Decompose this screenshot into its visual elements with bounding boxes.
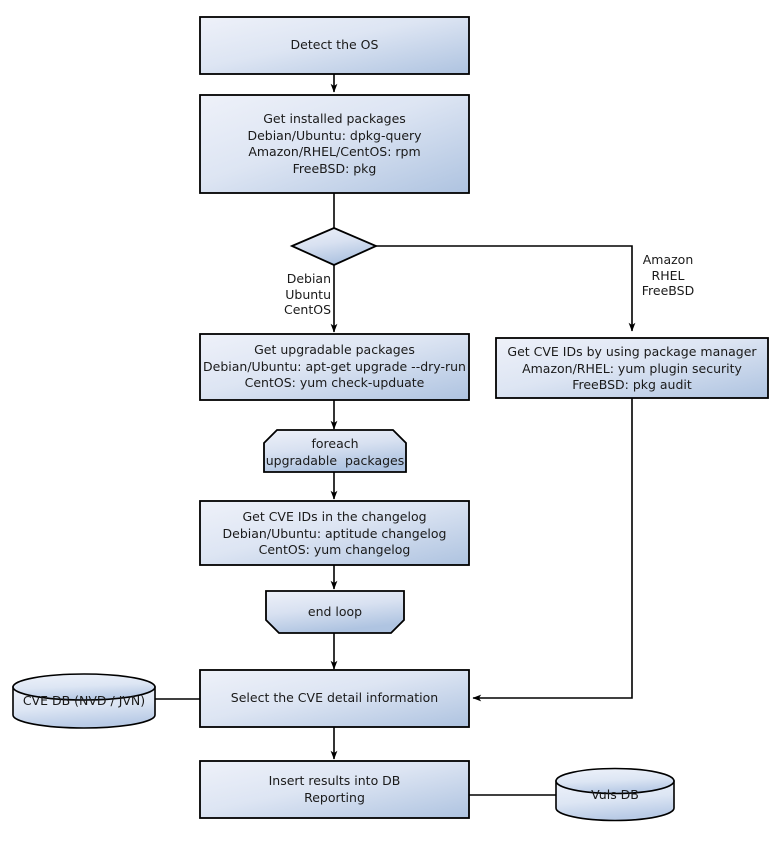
node-os-decision-hit[interactable] (292, 228, 376, 265)
node-loop-start-hit[interactable] (264, 430, 406, 472)
edge-pkgmanager-to-select (472, 398, 633, 702)
edge-decision-right-branch (375, 245, 636, 332)
node-get-installed-packages[interactable] (199, 94, 470, 194)
node-get-cve-ids-changelog-hit[interactable] (200, 501, 469, 565)
node-os-decision[interactable] (289, 227, 379, 266)
node-cve-db[interactable] (12, 673, 156, 729)
node-insert-results[interactable] (199, 760, 470, 819)
node-detect-os[interactable] (199, 16, 470, 75)
node-vuls-db[interactable] (555, 767, 675, 822)
node-select-cve-detail[interactable] (199, 669, 470, 728)
node-insert-results-hit[interactable] (200, 761, 469, 818)
node-detect-os-hit[interactable] (200, 17, 469, 74)
node-loop-start[interactable] (263, 429, 407, 473)
node-get-upgradable-packages-hit[interactable] (200, 334, 469, 400)
node-cve-db-hit[interactable] (13, 674, 155, 728)
node-get-upgradable-packages[interactable] (199, 333, 470, 401)
node-loop-end-hit[interactable] (266, 591, 404, 633)
node-get-cve-ids-package-manager[interactable] (495, 337, 769, 399)
node-get-cve-ids-package-manager-hit[interactable] (496, 338, 768, 398)
node-select-cve-detail-hit[interactable] (200, 670, 469, 727)
node-loop-end[interactable] (265, 590, 405, 634)
node-vuls-db-hit[interactable] (556, 768, 674, 821)
node-get-cve-ids-changelog[interactable] (199, 500, 470, 566)
node-get-installed-packages-hit[interactable] (200, 95, 469, 193)
